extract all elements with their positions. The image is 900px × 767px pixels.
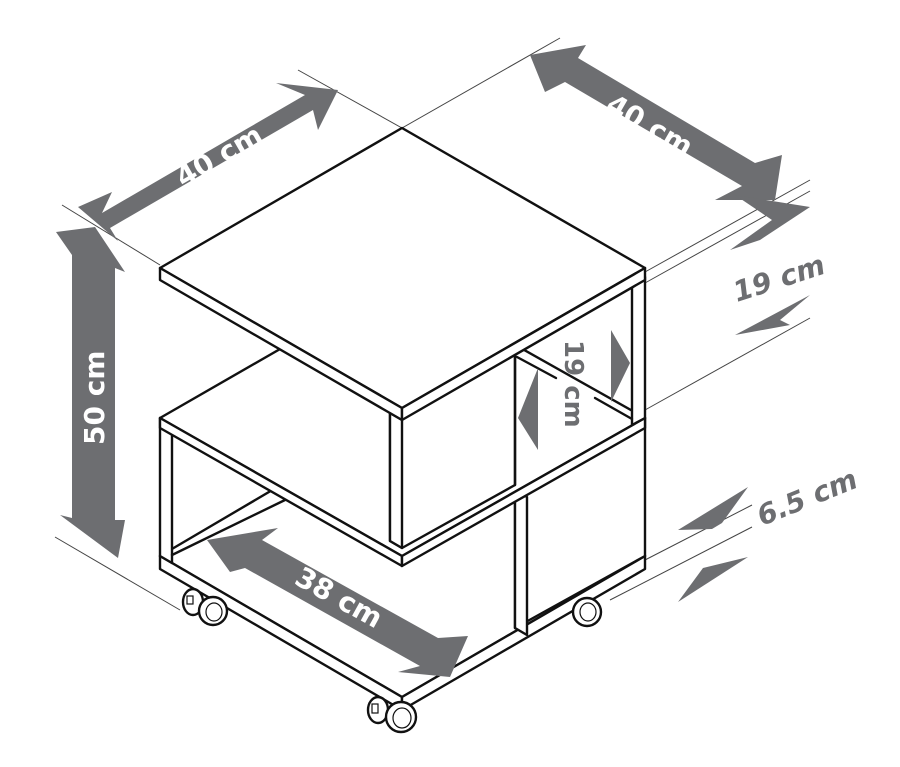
casters xyxy=(181,587,603,734)
dimension-upper-height-inner: 19 cm xyxy=(518,330,630,450)
arrow-down-icon xyxy=(730,195,810,250)
dimension-label-base-height: 6.5 cm xyxy=(752,463,862,533)
lower-interior xyxy=(170,498,287,557)
upper-right-side-panel xyxy=(630,275,647,427)
dimension-top-width: 40 cm xyxy=(530,45,782,200)
double-arrow-icon xyxy=(56,227,125,558)
caster-left xyxy=(181,587,229,627)
arrow-down-icon xyxy=(678,487,748,530)
double-arrow-icon xyxy=(78,83,338,241)
top-panel xyxy=(158,126,647,422)
open-compartment xyxy=(515,355,634,421)
double-arrow-icon xyxy=(207,528,468,677)
dimension-base-height: 6.5 cm xyxy=(678,463,862,602)
dimension-label-top-width: 40 cm xyxy=(601,87,699,163)
double-arrow-icon xyxy=(530,45,782,200)
lower-right-cabinet xyxy=(513,416,647,637)
table-body xyxy=(158,126,647,712)
lower-left-side-panel xyxy=(158,416,174,565)
arrow-up-icon xyxy=(678,557,748,602)
arrow-left-icon xyxy=(518,368,538,450)
dimension-upper-height-side: 19 cm xyxy=(729,195,829,335)
dimension-label-upper-height-inner: 19 cm xyxy=(558,340,588,428)
dimension-label-top-depth: 40 cm xyxy=(170,118,268,194)
dimension-label-total-height: 50 cm xyxy=(78,351,111,446)
extension-lines xyxy=(54,37,811,611)
caster-right xyxy=(571,596,603,628)
arrow-right-icon xyxy=(611,330,630,402)
caster-front xyxy=(366,695,418,734)
dimension-label-upper-height-side: 19 cm xyxy=(729,248,829,309)
dimension-total-height: 50 cm xyxy=(56,227,125,558)
arrow-up-icon xyxy=(735,295,810,335)
